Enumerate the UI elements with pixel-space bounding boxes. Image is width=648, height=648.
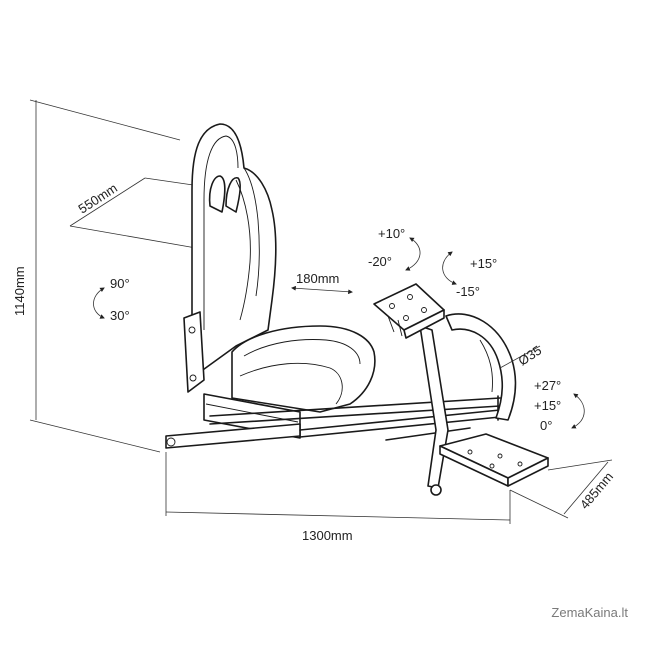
- pedal-plate: [439, 433, 549, 487]
- length-dimension: 1300mm: [165, 452, 511, 543]
- wheel-pitch-down: -20°: [368, 254, 392, 269]
- pedal-angle-zero: 0°: [540, 418, 552, 433]
- pedal-angle-max: +27°: [534, 378, 561, 393]
- length-label: 1300mm: [302, 528, 353, 543]
- backrest-angle: 90° 30°: [93, 276, 130, 323]
- pedal-angle: +27° +15° 0°: [534, 378, 585, 433]
- slide-label: 180mm: [296, 271, 339, 286]
- wheel-plate: [373, 283, 445, 339]
- racing-seat: [183, 123, 376, 439]
- height-label: 1140mm: [12, 266, 27, 316]
- wheel-pitch-angle: +10° -20°: [368, 226, 421, 271]
- wheel-yaw-angle: +15° -15°: [442, 251, 497, 299]
- pedal-angle-mid: +15°: [534, 398, 561, 413]
- backrest-angle-min: 30°: [110, 308, 130, 323]
- wheel-yaw-minus: -15°: [456, 284, 480, 299]
- backrest-angle-max: 90°: [110, 276, 130, 291]
- wheel-yaw-plus: +15°: [470, 256, 497, 271]
- height-dimension: 1140mm: [12, 99, 181, 453]
- base-frame: [165, 395, 501, 449]
- watermark-text: ZemaKaina.lt: [551, 605, 628, 620]
- wheel-pitch-up: +10°: [378, 226, 405, 241]
- seat-width-dimension: 550mm: [69, 177, 201, 249]
- slide-dimension: 180mm: [291, 271, 353, 295]
